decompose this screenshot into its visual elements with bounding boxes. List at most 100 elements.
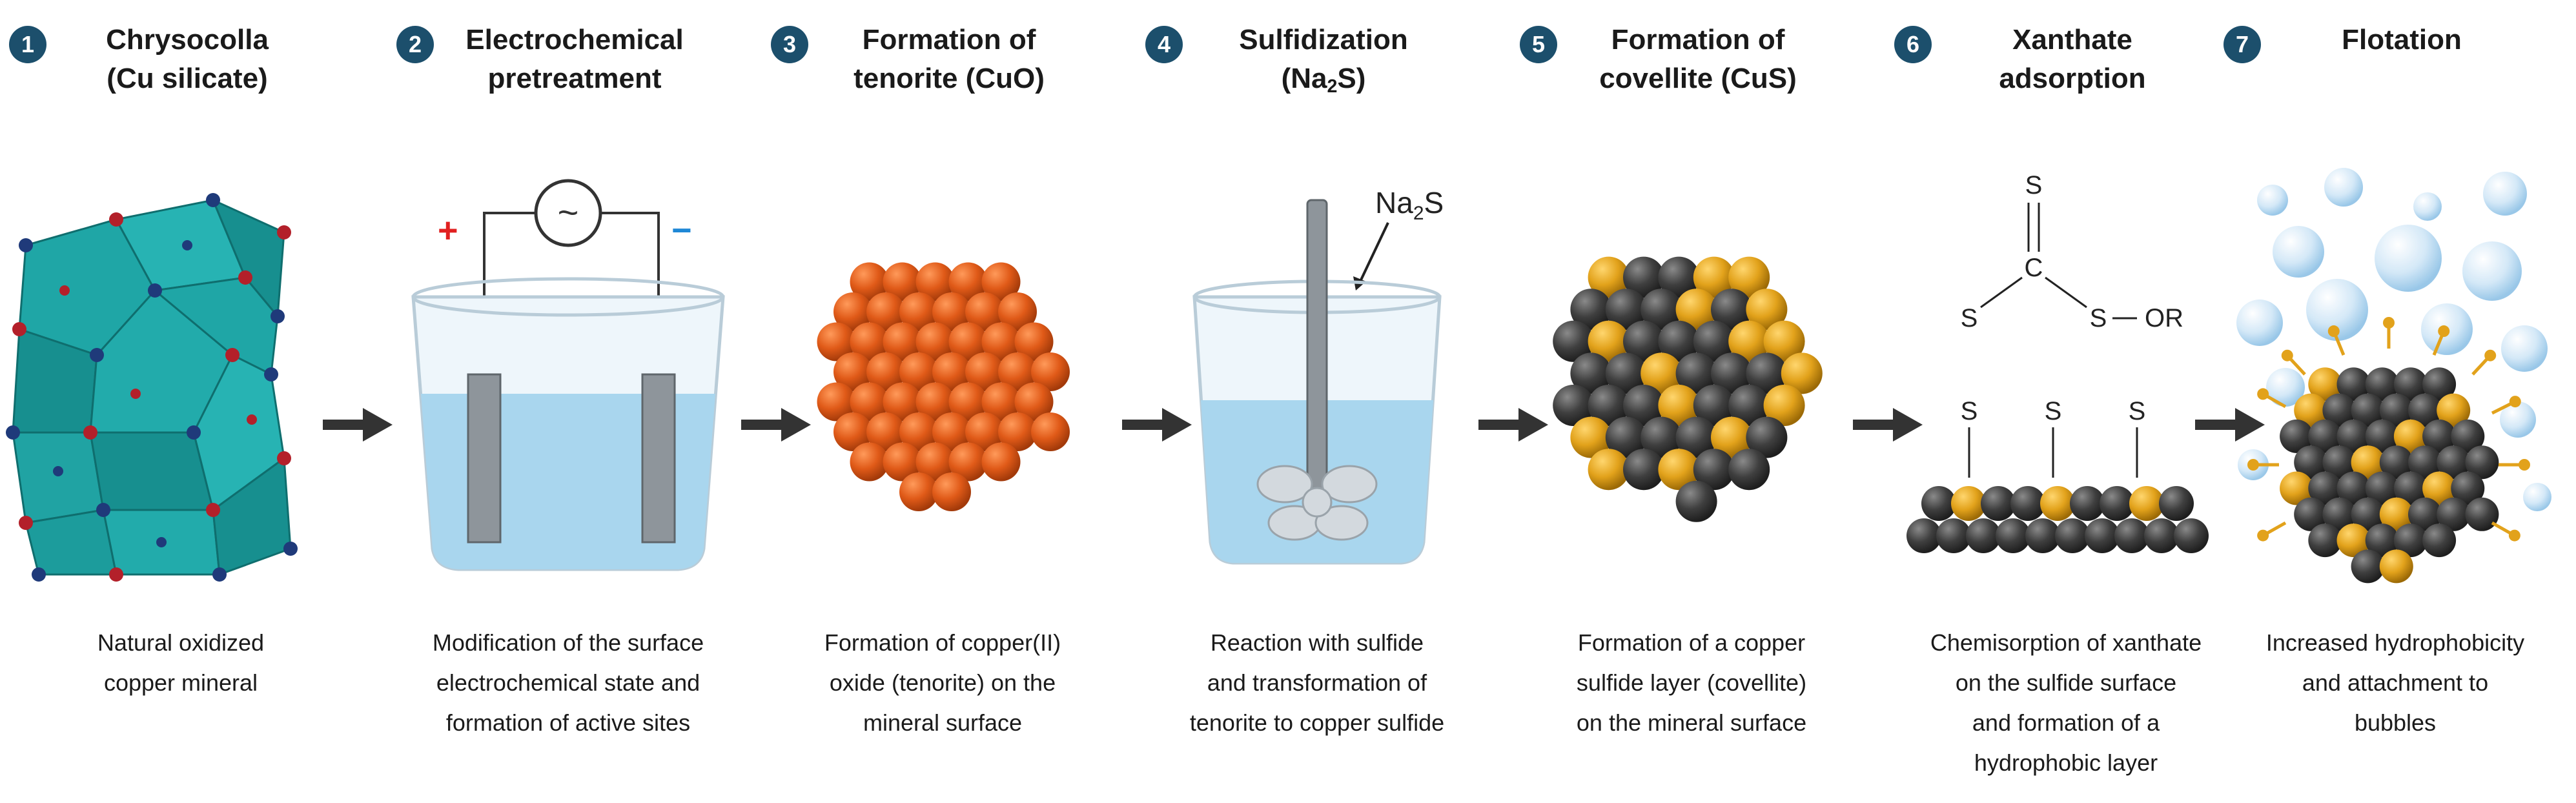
process-arrow bbox=[323, 408, 393, 442]
surface-atom bbox=[2085, 518, 2120, 553]
anode-electrode bbox=[467, 373, 502, 544]
stirrer-shaft bbox=[1306, 199, 1328, 498]
particle-atom bbox=[2422, 367, 2457, 402]
covellite-atom bbox=[1693, 320, 1735, 362]
step-title-line: pretreatment bbox=[487, 63, 662, 94]
step-description-line: Natural oxidized bbox=[97, 629, 265, 656]
covellite-atom bbox=[1623, 449, 1664, 491]
xanthate-structure: S C S S OR bbox=[1961, 171, 2183, 332]
tenorite-atom bbox=[965, 352, 1004, 391]
hydrophobic-chain-end bbox=[2383, 317, 2395, 329]
step-description-line: Chemisorption of xanthate bbox=[1930, 629, 2202, 656]
tenorite-atom bbox=[883, 442, 922, 482]
surface-atom bbox=[2100, 486, 2134, 521]
covellite-atom bbox=[1658, 256, 1700, 298]
surface-s-label: S bbox=[2129, 397, 2146, 425]
step-description-line: Formation of a copper bbox=[1577, 629, 1806, 656]
covellite-atom bbox=[1693, 449, 1735, 491]
covellite-atom bbox=[1728, 449, 1770, 491]
covellite-atom bbox=[1675, 480, 1717, 522]
step-description-line: on the mineral surface bbox=[1576, 709, 1807, 736]
step-description-line: tenorite to copper sulfide bbox=[1189, 709, 1445, 736]
air-bubble bbox=[2324, 168, 2363, 207]
covellite-atom bbox=[1711, 352, 1752, 394]
particle-atom bbox=[2308, 367, 2342, 402]
step-description: Chemisorption of xanthate on the sulfide… bbox=[1885, 623, 2247, 783]
step-title: Formation of covellite (CuS) bbox=[1562, 21, 1834, 98]
particle-atom bbox=[2437, 497, 2471, 531]
step-description-line: and formation of a bbox=[1972, 709, 2160, 736]
tenorite-atom bbox=[833, 412, 872, 451]
minus-sign: − bbox=[671, 211, 692, 250]
step-2: 2 Electrochemical pretreatment + − ~ Mod… bbox=[387, 0, 749, 803]
tenorite-atom bbox=[899, 352, 938, 391]
covellite-atom bbox=[1658, 385, 1700, 426]
covellite-atom bbox=[1553, 320, 1595, 362]
surface-atom bbox=[2114, 518, 2149, 553]
air-bubble bbox=[2306, 279, 2368, 341]
hydrophobic-particle bbox=[2247, 317, 2530, 584]
surface-atom bbox=[2055, 518, 2090, 553]
tenorite-atom bbox=[850, 322, 889, 361]
tenorite-atom bbox=[883, 382, 922, 422]
step-description-line: and transformation of bbox=[1207, 669, 1427, 696]
tenorite-atom bbox=[899, 412, 938, 451]
stirred-beaker-icon: Na2S bbox=[1192, 186, 1444, 565]
covellite-atom bbox=[1623, 320, 1664, 362]
hydrophobic-chain-end bbox=[2281, 349, 2293, 361]
step-title: Formation of tenorite (CuO) bbox=[813, 21, 1085, 98]
particle-atom bbox=[2379, 393, 2413, 427]
covellite-atom bbox=[1658, 320, 1700, 362]
step-description: Reaction with sulfide and transformation… bbox=[1136, 623, 1498, 743]
particle-atom bbox=[2308, 523, 2342, 558]
covellite-atom bbox=[1641, 416, 1682, 458]
process-arrow bbox=[741, 408, 811, 442]
air-bubble bbox=[2500, 402, 2536, 438]
flotation-bubbles-icon bbox=[2236, 168, 2551, 584]
atom-label: S bbox=[2025, 171, 2043, 199]
surface-atom bbox=[1981, 486, 2016, 521]
tenorite-atom bbox=[817, 382, 856, 422]
electrochemical-cell-icon: + − ~ bbox=[411, 179, 725, 571]
particle-atom bbox=[2294, 497, 2328, 531]
air-bubbles bbox=[2236, 168, 2551, 511]
air-bubble bbox=[2523, 483, 2551, 511]
covellite-atom bbox=[1728, 256, 1770, 298]
hydrophobic-chain bbox=[2491, 401, 2514, 415]
particle-atom bbox=[2465, 445, 2499, 480]
covellite-atom bbox=[1675, 352, 1717, 394]
step-title-line: Formation of bbox=[1611, 24, 1785, 56]
step-description-line: oxide (tenorite) on the bbox=[829, 669, 1056, 696]
tenorite-atom bbox=[817, 322, 856, 361]
tenorite-atom bbox=[833, 352, 872, 391]
particle-atom bbox=[2393, 471, 2428, 505]
particle-atom bbox=[2336, 367, 2371, 402]
hydrophobic-chain-end bbox=[2508, 529, 2520, 542]
particle-atom bbox=[2437, 393, 2471, 427]
step-title-line: tenorite (CuO) bbox=[854, 63, 1045, 94]
step-7: 7 Flotation Increased hydrophobicity and… bbox=[2214, 0, 2576, 803]
step-description-line: Formation of copper(II) bbox=[824, 629, 1061, 656]
step-number-badge: 3 bbox=[771, 26, 808, 63]
particle-atom bbox=[2379, 445, 2413, 480]
covellite-atom bbox=[1711, 289, 1752, 330]
step-description: Modification of the surface electrochemi… bbox=[387, 623, 749, 743]
covellite-atom bbox=[1728, 320, 1770, 362]
surface-atom bbox=[2129, 486, 2164, 521]
covellite-atom bbox=[1658, 449, 1700, 491]
particle-atom bbox=[2336, 523, 2371, 558]
step-description-line: on the sulfide surface bbox=[1955, 669, 2177, 696]
covellite-atom bbox=[1605, 352, 1647, 394]
step-number-badge: 5 bbox=[1520, 26, 1557, 63]
surface-atom bbox=[1996, 518, 2030, 553]
tenorite-particle-icon bbox=[817, 262, 1070, 511]
tenorite-atom bbox=[850, 262, 889, 301]
hydrophobic-chain-end bbox=[2484, 349, 2497, 361]
covellite-atom bbox=[1693, 256, 1735, 298]
particle-atom bbox=[2294, 393, 2328, 427]
surface-atom bbox=[1921, 486, 1956, 521]
step-description-line: Reaction with sulfide bbox=[1210, 629, 1424, 656]
step-description: Formation of copper(II) oxide (tenorite)… bbox=[762, 623, 1123, 743]
tenorite-atom bbox=[965, 292, 1004, 331]
